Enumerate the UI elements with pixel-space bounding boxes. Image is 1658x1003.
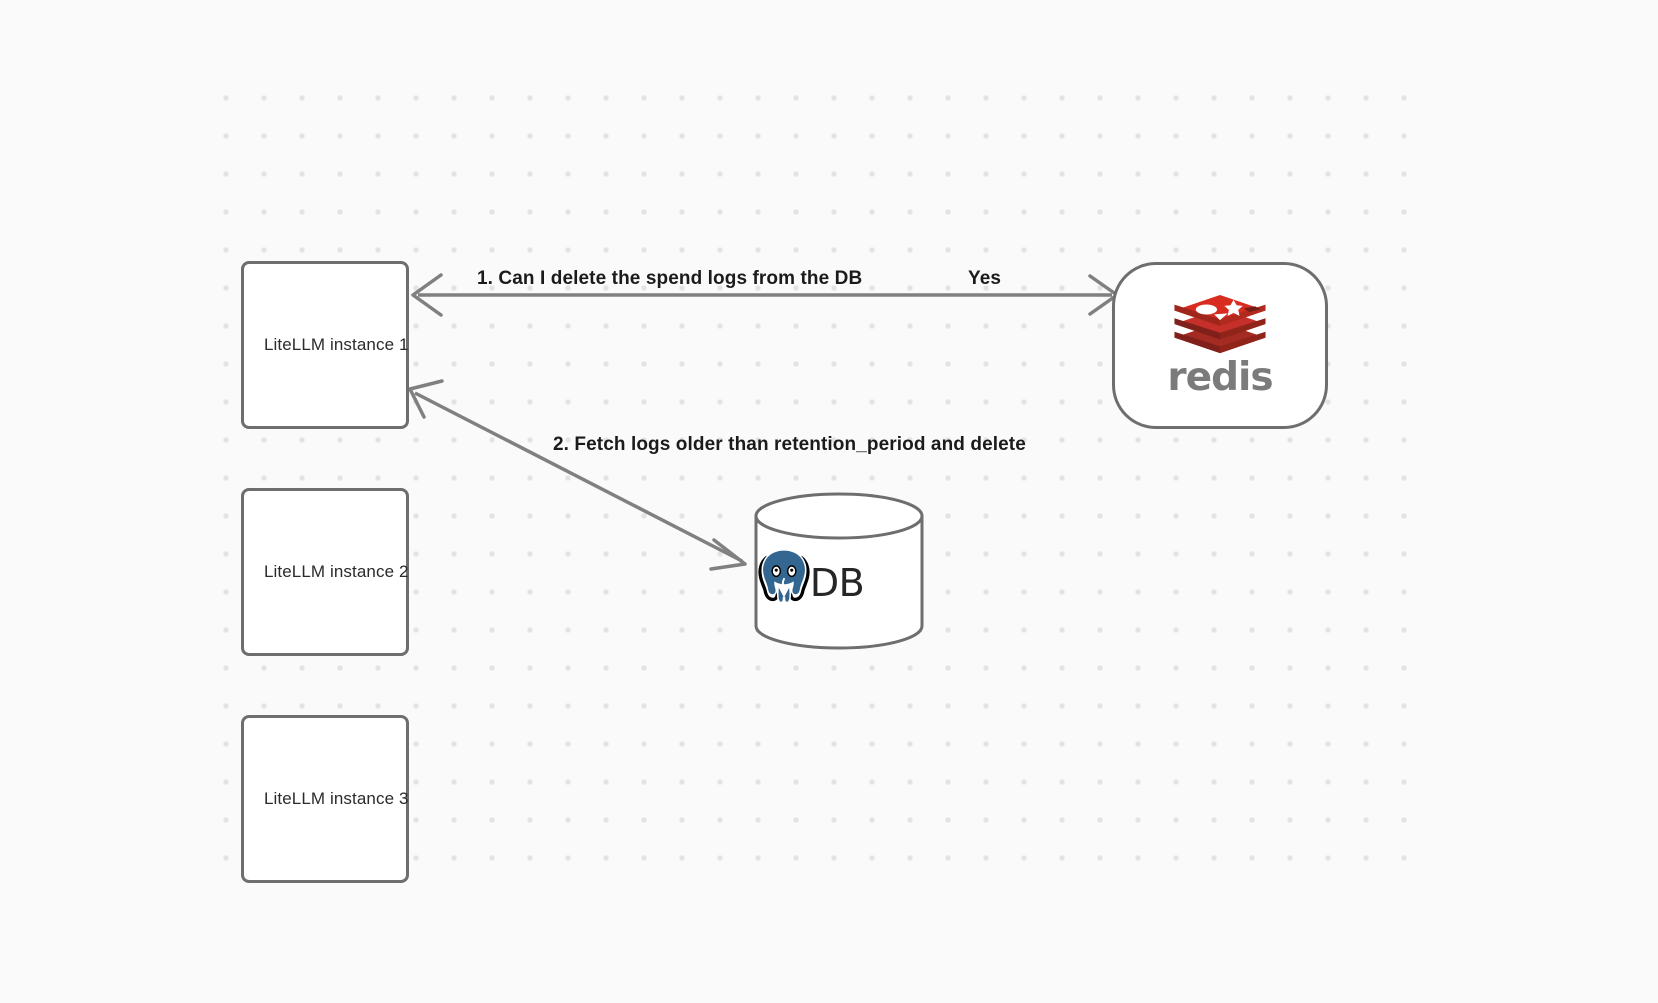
database-label: DB [809, 561, 865, 605]
edge-2-arrowhead-downright [709, 538, 747, 571]
redis-wordmark-label: redis [1167, 355, 1273, 400]
node-litellm-instance-3-label: LiteLLM instance 3 [264, 789, 409, 808]
node-litellm-instance-3[interactable]: LiteLLM instance 3 [241, 715, 409, 883]
edge-1-reply-label: Yes [968, 268, 1002, 289]
edge-2-label: 2. Fetch logs older than retention_perio… [553, 434, 1026, 455]
node-litellm-instance-1[interactable]: LiteLLM instance 1 [241, 261, 409, 429]
edge-2-arrowhead-upleft [408, 379, 444, 419]
edge-2-connector [408, 379, 747, 571]
edge-1-arrowhead-left [411, 273, 443, 317]
node-litellm-instance-1-label: LiteLLM instance 1 [264, 335, 409, 354]
redis-logo-icon [1174, 294, 1266, 354]
node-redis[interactable]: redis [1112, 262, 1328, 429]
node-litellm-instance-2[interactable]: LiteLLM instance 2 [241, 488, 409, 656]
database-cylinder-shape [754, 492, 924, 650]
postgresql-elephant-icon [758, 549, 810, 604]
edge-1-label: 1. Can I delete the spend logs from the … [477, 268, 863, 289]
node-litellm-instance-2-label: LiteLLM instance 2 [264, 562, 409, 581]
node-database[interactable]: DB [753, 492, 925, 650]
